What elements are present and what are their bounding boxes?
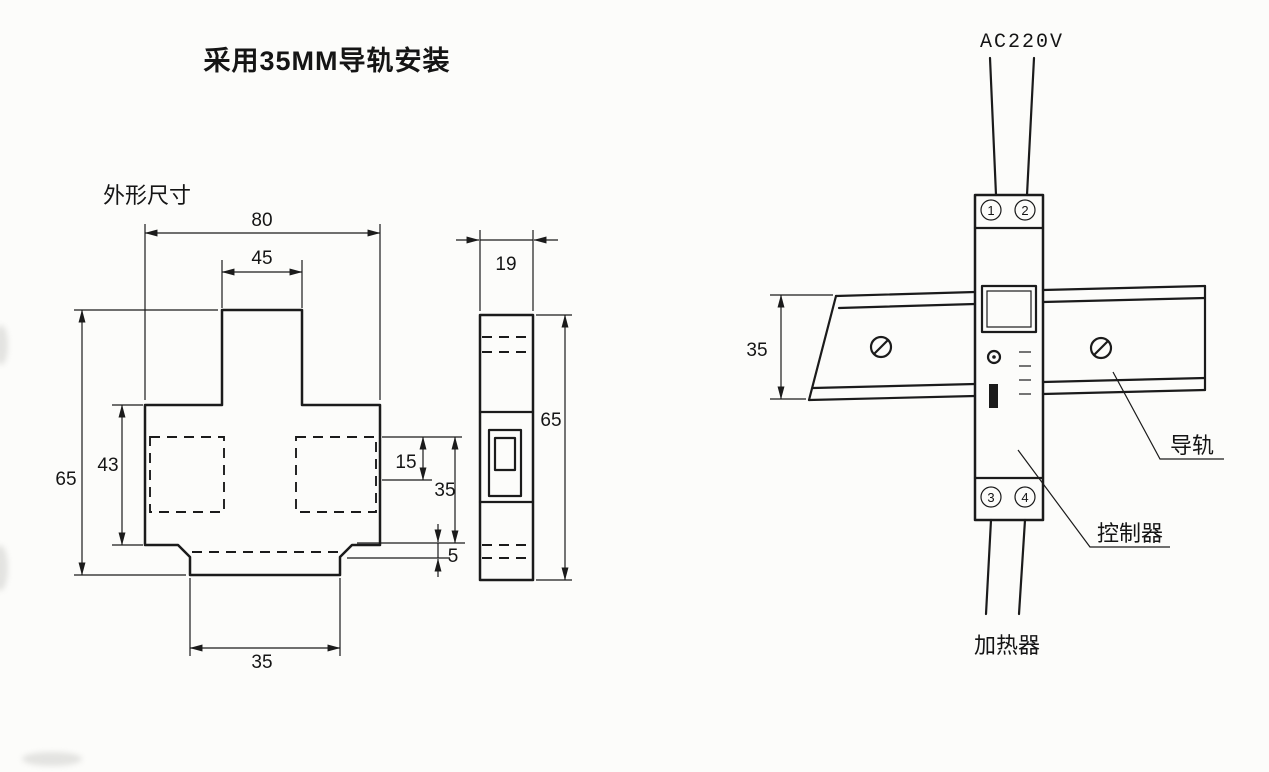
dim-body-height: 43 [97, 404, 143, 546]
rail-label: 导轨 [1170, 433, 1214, 458]
scan-artifact [0, 545, 8, 591]
dim-43-value: 43 [97, 455, 118, 476]
dim-foot-width: 35 [189, 578, 341, 673]
controller-label: 控制器 [1097, 521, 1163, 546]
indicator-led [986, 349, 1002, 365]
heater-label: 加热器 [974, 633, 1040, 658]
dim-lip: 5 [347, 524, 458, 577]
rail-groove-dashed-right [295, 436, 377, 513]
dim-15-value: 15 [395, 452, 416, 473]
front-view [143, 308, 382, 577]
terminal-3-number: 3 [987, 490, 994, 505]
dim-top-width: 45 [221, 248, 303, 308]
dim-groove-offset: 15 [382, 436, 462, 481]
rail-screw-left [869, 335, 893, 359]
outline-size-label: 外形尺寸 [103, 183, 191, 208]
side-view-window-inner [493, 436, 517, 472]
scan-artifact [0, 325, 8, 365]
dim-19-value: 19 [495, 254, 516, 275]
dim-65-value: 65 [55, 469, 76, 490]
dim-35-right-value: 35 [434, 480, 455, 501]
terminal-2-number: 2 [1021, 203, 1028, 218]
dim-overall-width: 80 [144, 210, 381, 400]
load-wires [984, 518, 1027, 616]
controller-device: 1 2 [973, 193, 1045, 522]
dim-side-height: 65 [536, 314, 572, 581]
outline-dimension-view: 采用35MM导轨安装 外形尺寸 80 45 [55, 45, 572, 673]
controller-callout: 控制器 [1017, 449, 1170, 548]
din-rail-left [807, 290, 977, 402]
terminal-4: 4 [1014, 486, 1036, 508]
dim-rail-width: 35 [357, 436, 465, 544]
din-rail-right [1041, 284, 1207, 396]
dim-side-65-value: 65 [540, 410, 561, 431]
terminal-3: 3 [980, 486, 1002, 508]
dim-45-value: 45 [251, 248, 272, 269]
supply-wires [988, 56, 1036, 197]
side-view-window [487, 428, 523, 498]
front-view-outline [143, 308, 382, 577]
display-window-inner [986, 290, 1032, 328]
controller-front-panel [980, 284, 1038, 408]
controller-body [973, 193, 1045, 522]
terminal-1: 1 [980, 199, 1002, 221]
dim-rail-height: 35 [746, 294, 833, 400]
drawing-title: 采用35MM导轨安装 [203, 45, 450, 76]
side-view-outline [478, 313, 535, 582]
dim-depth: 19 [456, 230, 558, 311]
toggle-switch [989, 384, 998, 408]
scan-artifact [22, 752, 82, 766]
terminal-4-number: 4 [1021, 490, 1028, 505]
dim-5-value: 5 [448, 546, 459, 567]
rail-groove-dashed-left [149, 436, 225, 513]
side-view [478, 313, 535, 582]
installation-view: AC220V [746, 31, 1224, 658]
power-label: AC220V [980, 31, 1064, 54]
dim-overall-height: 65 [55, 309, 218, 576]
rail-callout: 导轨 [1112, 371, 1224, 460]
dim-35-bottom-value: 35 [251, 652, 272, 673]
dim-rail-35-value: 35 [746, 340, 767, 361]
terminal-2: 2 [1014, 199, 1036, 221]
terminal-1-number: 1 [987, 203, 994, 218]
rail-screw-right [1089, 336, 1113, 360]
display-window [980, 284, 1038, 334]
dim-80-value: 80 [251, 210, 272, 231]
